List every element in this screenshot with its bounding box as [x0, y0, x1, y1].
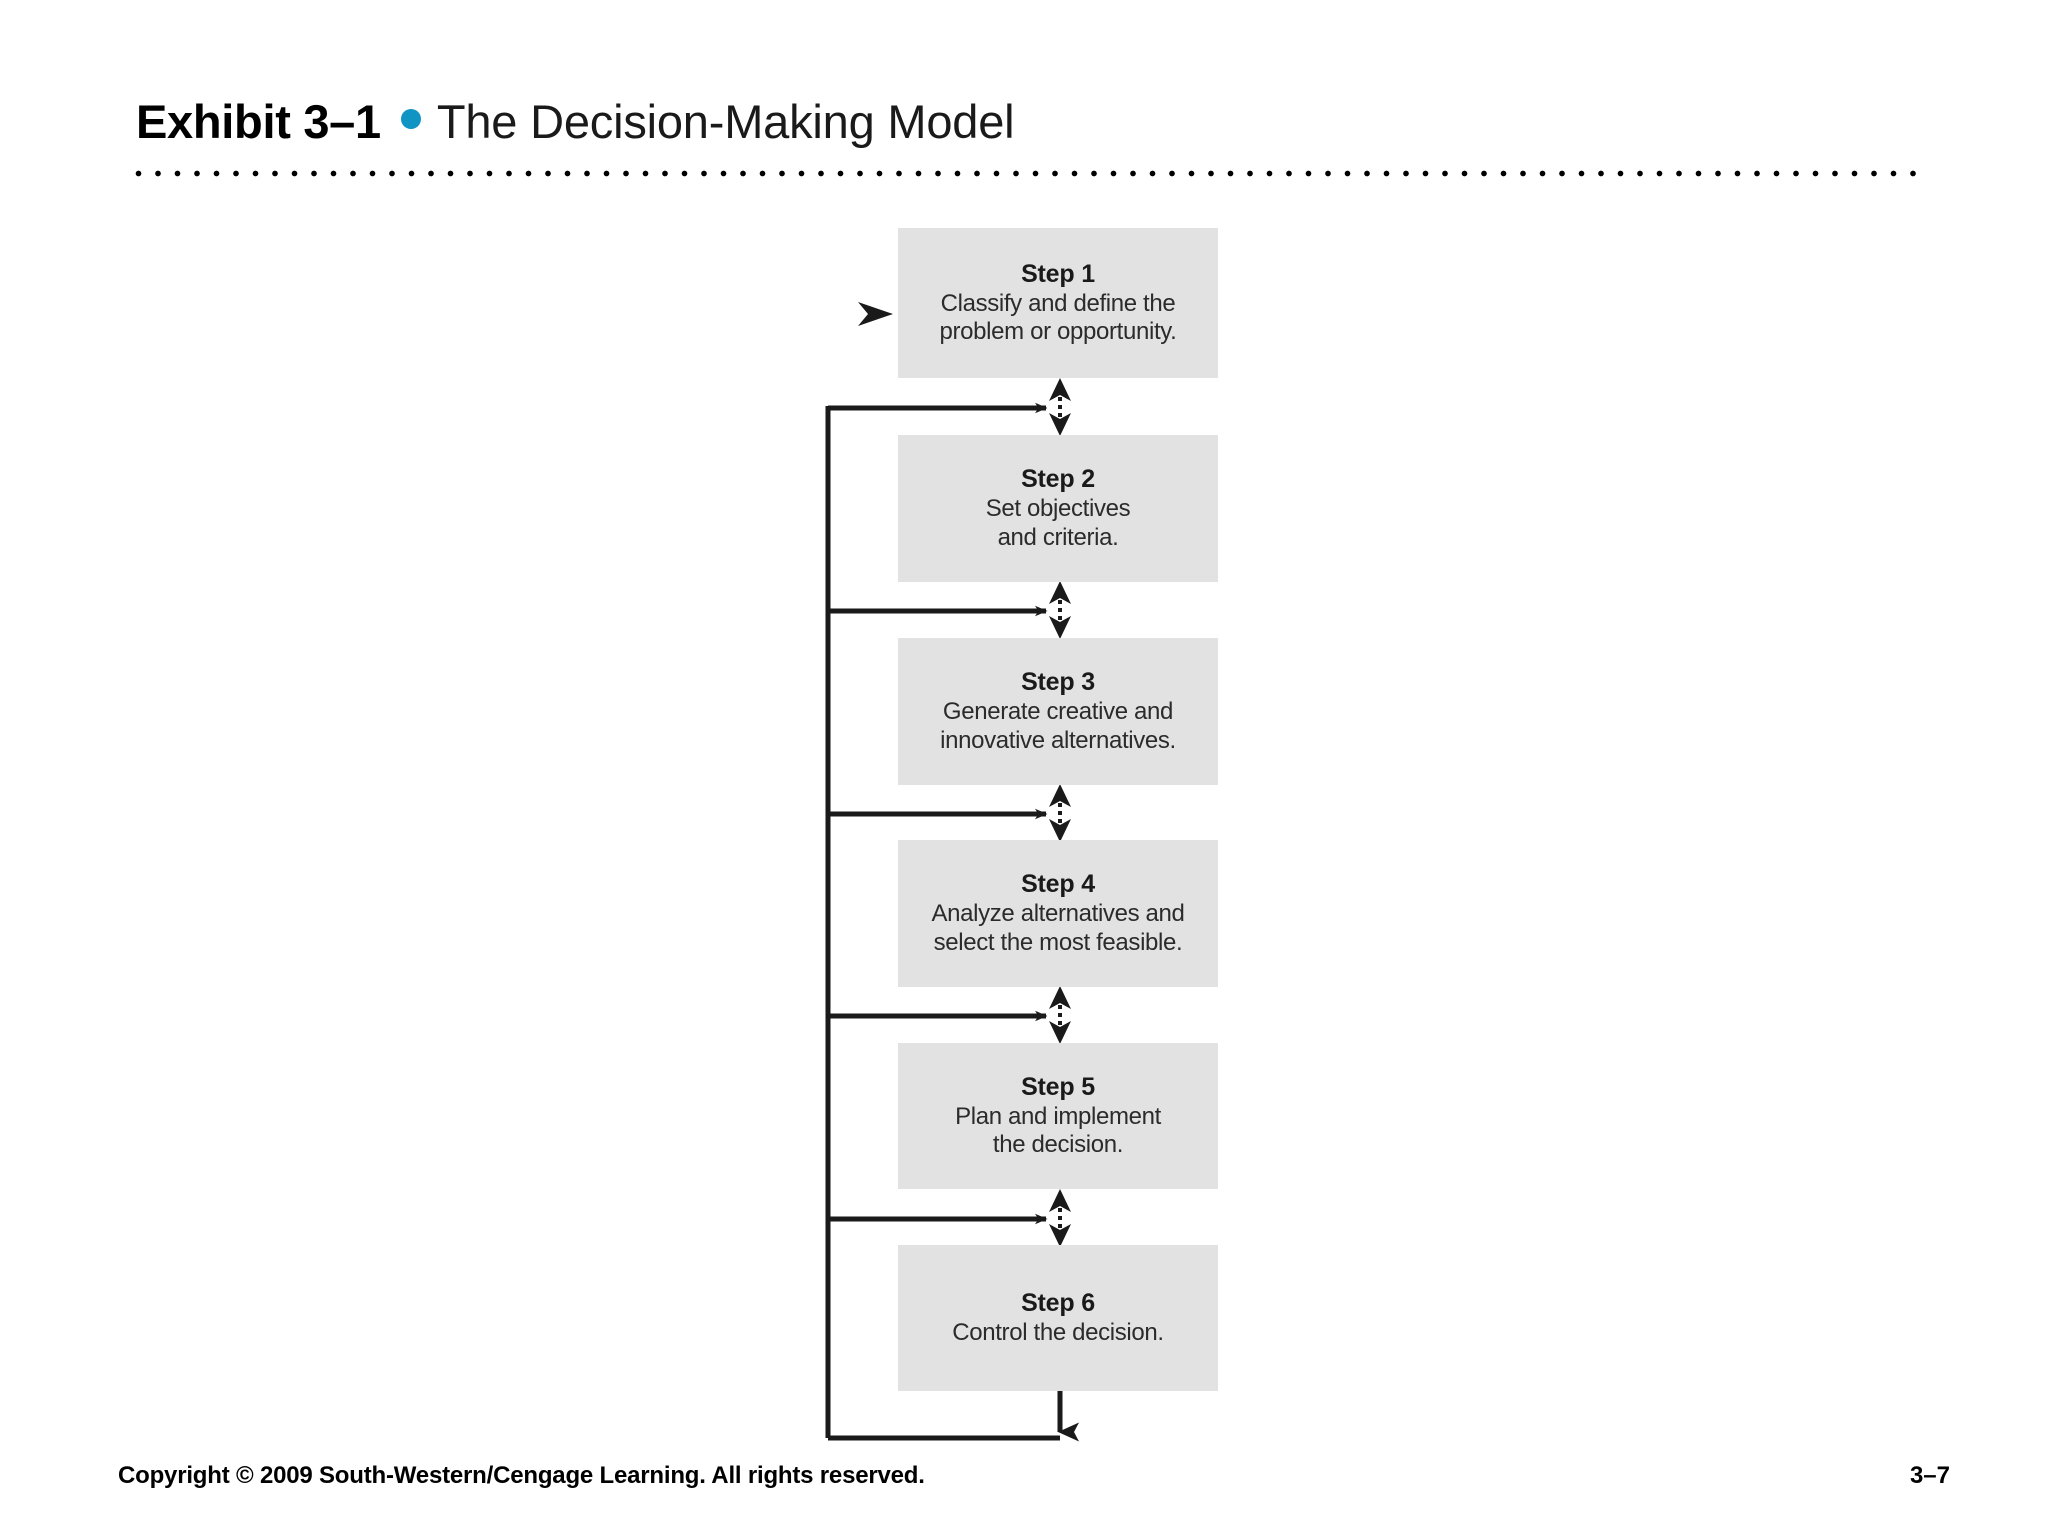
exhibit-label: Exhibit 3–1	[136, 95, 381, 148]
step-description: Analyze alternatives and select the most…	[931, 900, 1185, 956]
dotted-divider	[135, 170, 1920, 177]
copyright-text: Copyright © 2009 South-Western/Cengage L…	[118, 1462, 925, 1489]
dotted-double-arrow-icon	[1049, 986, 1071, 1044]
step-box-2[interactable]: Step 2 Set objectives and criteria.	[898, 435, 1218, 582]
step-title: Step 3	[1021, 668, 1095, 697]
feedback-loop-line	[825, 406, 1079, 1442]
exhibit-title-text: The Decision-Making Model	[436, 95, 1015, 148]
step-description: Plan and implement the decision.	[955, 1102, 1161, 1158]
step-title: Step 2	[1021, 465, 1095, 494]
page-title: Exhibit 3–1 The Decision-Making Model	[136, 94, 1015, 149]
step-title: Step 5	[1021, 1072, 1095, 1101]
step-description: Control the decision.	[952, 1318, 1164, 1346]
step-description: Generate creative and innovative alterna…	[940, 698, 1176, 754]
step-description: Classify and define the problem or oppor…	[939, 289, 1177, 345]
dotted-double-arrow-icon	[1049, 581, 1071, 639]
step-title: Step 6	[1021, 1288, 1095, 1317]
entry-arrowhead-icon	[858, 302, 893, 326]
dotted-double-arrow-icon	[1049, 378, 1071, 436]
step-box-4[interactable]: Step 4 Analyze alternatives and select t…	[898, 840, 1218, 987]
page-number: 3–7	[1909, 1462, 1950, 1489]
slide-header: Exhibit 3–1 The Decision-Making Model	[0, 0, 2048, 190]
step-box-5[interactable]: Step 5 Plan and implement the decision.	[898, 1043, 1218, 1189]
step-box-3[interactable]: Step 3 Generate creative and innovative …	[898, 638, 1218, 785]
step-description: Set objectives and criteria.	[985, 495, 1131, 551]
step-title: Step 1	[1021, 259, 1095, 288]
dotted-double-arrow-icon	[1049, 1189, 1071, 1247]
step-title: Step 4	[1021, 870, 1095, 899]
step-box-6[interactable]: Step 6 Control the decision.	[898, 1245, 1218, 1391]
slide-footer: Copyright © 2009 South-Western/Cengage L…	[0, 1446, 2048, 1536]
dotted-double-arrow-icon	[1049, 784, 1071, 842]
bullet-dot-icon	[400, 109, 421, 129]
step-box-1[interactable]: Step 1 Classify and define the problem o…	[898, 228, 1218, 378]
